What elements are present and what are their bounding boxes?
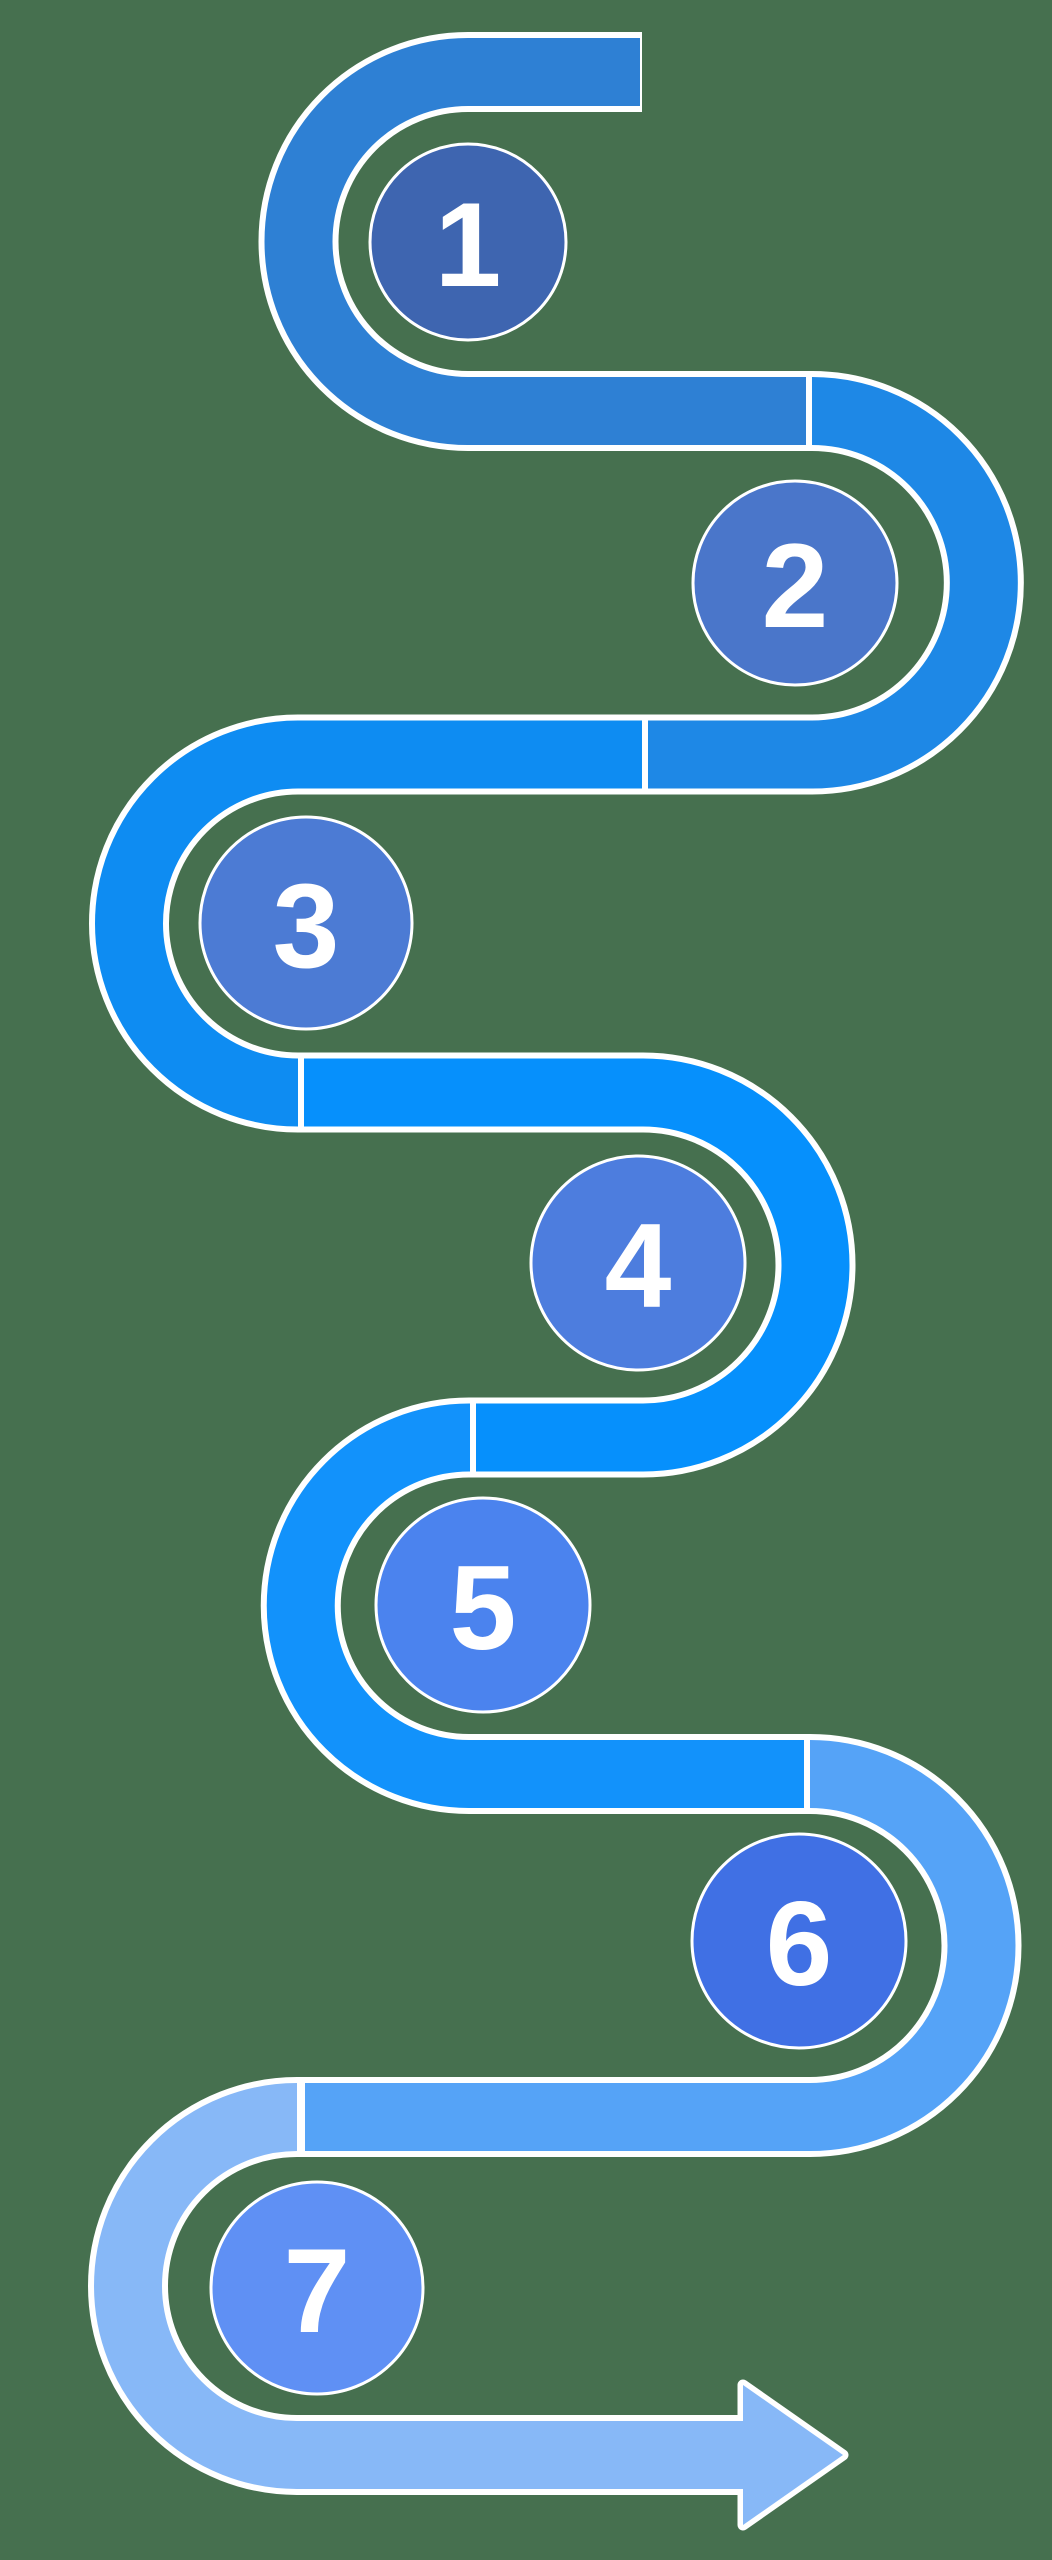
path-segment-1 bbox=[264, 37, 806, 445]
step-number-5: 5 bbox=[450, 1541, 517, 1675]
path-segment-7 bbox=[94, 2083, 743, 2489]
step-circle-2 bbox=[691, 479, 899, 687]
step-circle-6 bbox=[690, 1832, 908, 2050]
step-circle-4 bbox=[529, 1154, 747, 1372]
step-number-1: 1 bbox=[435, 178, 502, 312]
step-number-7: 7 bbox=[284, 2224, 351, 2358]
step-number-6: 6 bbox=[766, 1877, 833, 2011]
arrow-head-icon bbox=[743, 2385, 843, 2525]
step-circle-1 bbox=[368, 142, 568, 342]
path-segment-3 bbox=[95, 720, 642, 1127]
step-circle-5 bbox=[374, 1496, 592, 1714]
step-number-3: 3 bbox=[273, 859, 340, 993]
step-number-4: 4 bbox=[605, 1199, 672, 1333]
path-segment-2 bbox=[648, 377, 1018, 789]
step-number-2: 2 bbox=[762, 519, 829, 653]
path-segment-5 bbox=[266, 1403, 804, 1808]
step-circle-3 bbox=[198, 815, 414, 1031]
step-circle-7 bbox=[209, 2180, 425, 2396]
path-segment-6 bbox=[305, 1740, 1016, 2151]
path-segment-4 bbox=[304, 1058, 850, 1472]
